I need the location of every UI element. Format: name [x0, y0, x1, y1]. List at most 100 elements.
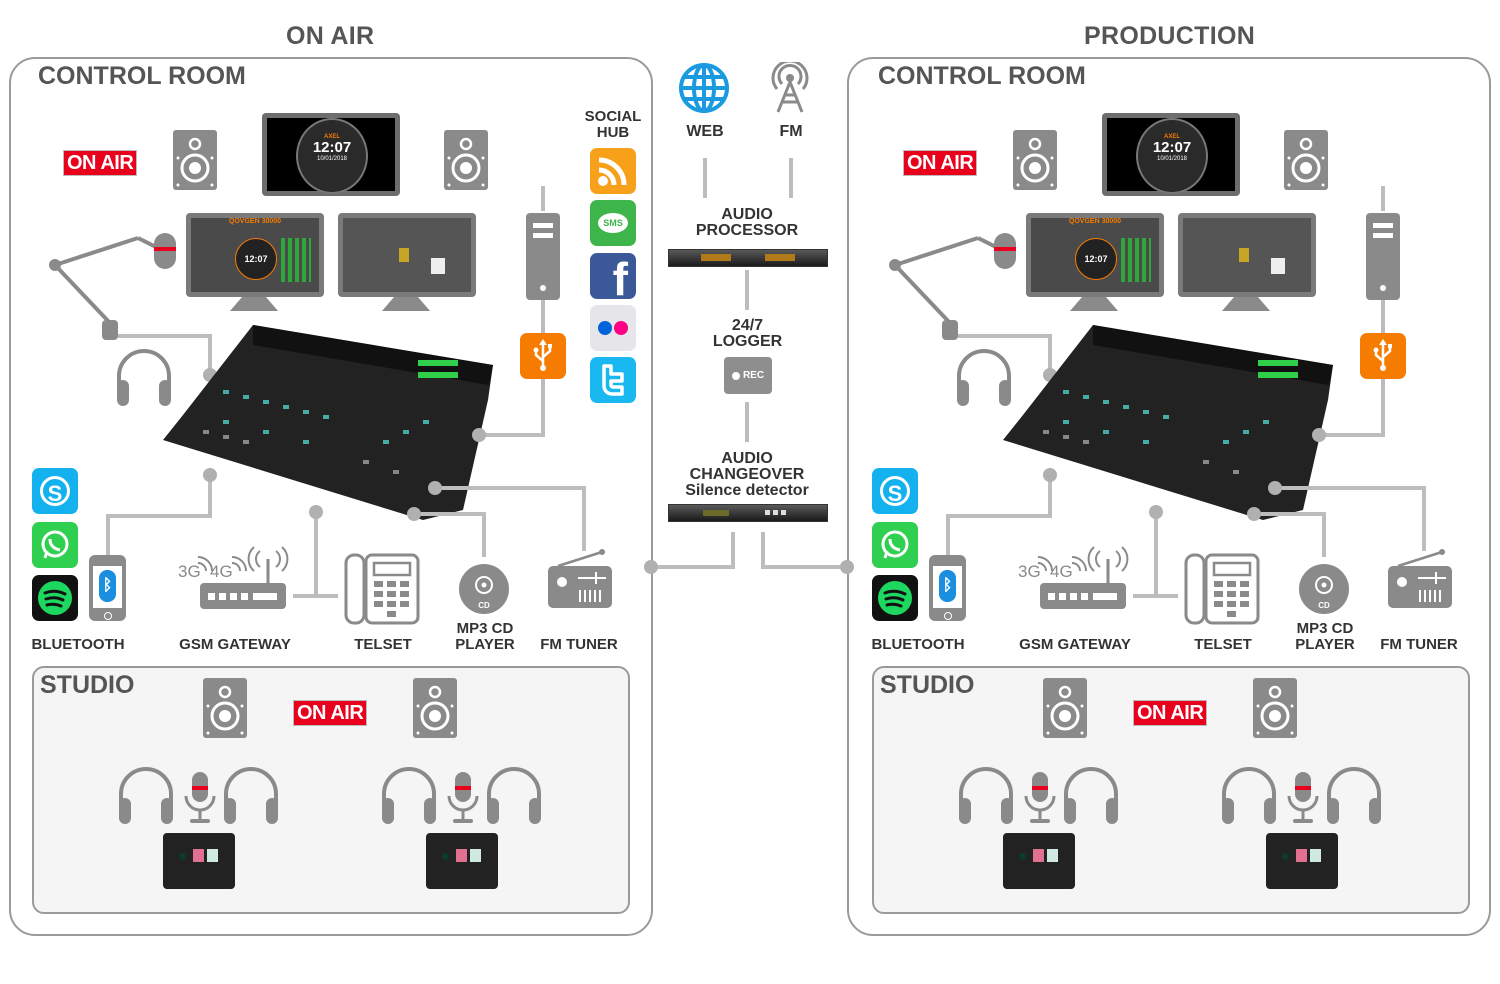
web-connector — [703, 158, 707, 198]
changeover-to-on-air-line — [651, 565, 735, 569]
telset-icon — [1184, 553, 1260, 630]
usb-cable — [480, 433, 545, 437]
gsm-gateway-label: GSM GATEWAY — [179, 636, 291, 653]
gsm-telset-cable — [1133, 594, 1178, 598]
fm-antenna-icon — [770, 59, 810, 119]
fm-tuner-cable — [440, 486, 586, 490]
monitor-stand — [382, 297, 430, 311]
rec-button[interactable]: REC — [724, 357, 772, 394]
studio-label: STUDIO — [40, 671, 135, 699]
connector-dot — [1149, 505, 1163, 519]
studio-speaker-right-icon — [1253, 678, 1297, 738]
monitor-stand — [1222, 297, 1270, 311]
studio-on-air-sign: ON AIR — [293, 700, 368, 726]
spotify-icon — [872, 575, 918, 621]
mixing-console — [1003, 320, 1343, 520]
pc-cable — [1381, 186, 1385, 211]
on-air-section-title: ON AIR — [286, 22, 375, 50]
guest-headphones-icon — [220, 764, 282, 831]
clock-date: 10/01/2018 — [316, 156, 348, 162]
fm-tuner-cable — [582, 486, 586, 551]
talent-panel-device — [426, 833, 498, 889]
facebook-icon: f — [590, 253, 636, 305]
mixing-console — [163, 320, 503, 520]
microphone-arm-icon — [40, 228, 190, 348]
changeover-label-line3: Silence detector — [685, 482, 809, 499]
second-monitor — [338, 213, 476, 297]
headphones-icon — [113, 346, 175, 413]
control-room-label: CONTROL ROOM — [878, 62, 1086, 90]
whatsapp-icon — [32, 522, 78, 568]
studio-speaker-left-icon — [203, 678, 247, 738]
fm-tuner-radio-icon — [546, 548, 614, 617]
cd-player-icon: CD — [1298, 563, 1350, 620]
facebook-glyph: f — [612, 253, 628, 305]
clock-time: 12:07 — [1152, 139, 1192, 156]
pc-cable — [1381, 300, 1385, 333]
fm-tuner-label: FM TUNER — [1380, 636, 1458, 653]
software-title: QOVGEN 30000 — [228, 218, 282, 225]
cd-cable — [482, 512, 486, 557]
pc-cable — [541, 300, 545, 333]
usb-cable — [1320, 433, 1385, 437]
social-hub-label-line1: SOCIAL — [584, 108, 642, 125]
audio-changeover-device — [668, 504, 828, 522]
guest-headphones-icon — [955, 764, 1017, 831]
bluetooth-cable — [208, 475, 212, 518]
guest-headphones-icon — [1218, 764, 1280, 831]
web-label: WEB — [686, 123, 724, 140]
guest-microphone-icon — [1022, 770, 1058, 831]
production-junction-dot — [840, 560, 854, 574]
bluetooth-cable — [946, 514, 950, 555]
logger-changeover-connector — [745, 402, 749, 442]
logger-label: 24/7 LOGGER — [700, 318, 795, 350]
twitter-icon — [590, 357, 636, 403]
computer-tower-icon — [526, 213, 560, 300]
studio-speaker-right-icon — [413, 678, 457, 738]
mp3-label-line1: MP3 CD — [1296, 620, 1354, 637]
fm-tuner-radio-icon — [1386, 548, 1454, 617]
talent-panel-device — [1266, 833, 1338, 889]
clock-brand: AXEL — [1163, 134, 1180, 140]
changeover-label-line2: CHANGEOVER — [689, 466, 805, 483]
production-section-title: PRODUCTION — [1084, 22, 1256, 50]
usb-icon — [520, 333, 566, 379]
bluetooth-cable — [1048, 475, 1052, 518]
fm-tuner-label: FM TUNER — [540, 636, 618, 653]
control-room-label: CONTROL ROOM — [38, 62, 246, 90]
changeover-left-connector — [731, 532, 735, 568]
mp3-label-line2: PLAYER — [1295, 636, 1355, 653]
usb-icon — [1360, 333, 1406, 379]
automation-software-monitor: QOVGEN 30000 12:07 — [186, 213, 324, 297]
svg-text:CD: CD — [1318, 601, 1330, 610]
telset-label: TELSET — [1194, 636, 1252, 653]
social-hub-label: SOCIAL HUB — [584, 109, 642, 141]
spotify-icon — [32, 575, 78, 621]
on-air-sign: ON AIR — [63, 150, 138, 176]
skype-icon: S — [872, 468, 918, 514]
connector-dot — [1268, 481, 1282, 495]
software-clock: 12:07 — [235, 238, 277, 280]
mic-cable — [208, 334, 212, 374]
connector-dot — [1043, 468, 1057, 482]
clock-time: 12:07 — [312, 139, 352, 156]
svg-text:3G: 3G — [1018, 562, 1041, 581]
processor-logger-connector — [745, 270, 749, 310]
audio-processor-label-line2: PROCESSOR — [695, 222, 799, 239]
fm-tuner-cable — [1280, 486, 1426, 490]
telset-icon — [344, 553, 420, 630]
changeover-label-line1: AUDIO — [721, 450, 773, 467]
guest-microphone-icon — [182, 770, 218, 831]
monitor-stand — [1070, 297, 1118, 311]
logger-label-line1: 24/7 — [731, 317, 764, 334]
headphones-icon — [953, 346, 1015, 413]
changeover-label: AUDIO CHANGEOVER Silence detector — [676, 451, 818, 499]
connector-dot — [407, 507, 421, 521]
software-clock: 12:07 — [1075, 238, 1117, 280]
on-air-junction-dot — [644, 560, 658, 574]
